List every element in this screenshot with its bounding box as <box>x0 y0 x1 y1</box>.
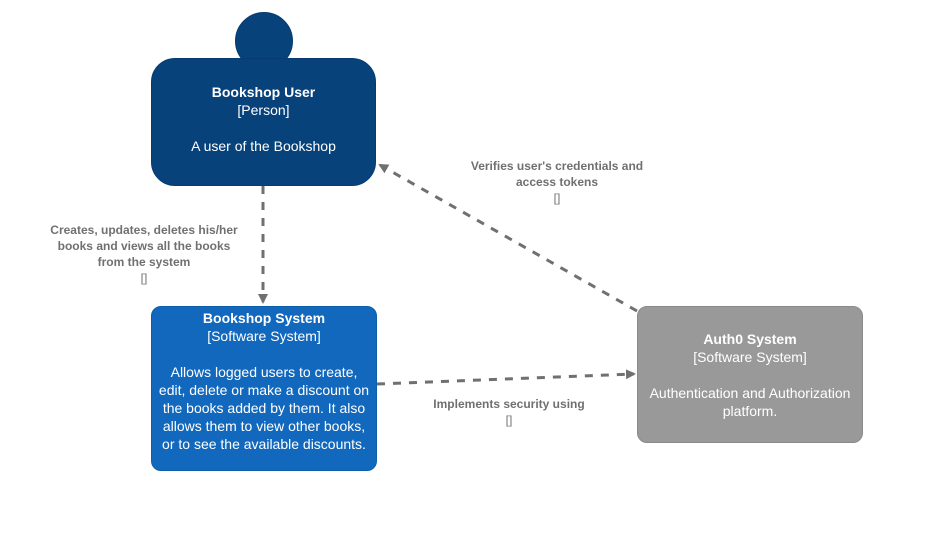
edge-label-line: Creates, updates, deletes his/her <box>50 223 238 237</box>
node-type: [Software System] <box>207 328 321 344</box>
edge-label-bookshop-to-auth0: Implements security using [] <box>433 396 584 428</box>
edge-auth0-to-user <box>378 163 638 313</box>
node-description: Allows logged users to create, edit, del… <box>158 364 370 452</box>
edge-label-line: books and views all the books <box>57 239 231 253</box>
edge-label-user-to-bookshop: Creates, updates, deletes his/her books … <box>50 222 237 286</box>
edge-bookshop-to-auth0 <box>376 369 636 386</box>
edge-technology: [] <box>140 271 148 285</box>
bookshop-system-node[interactable]: Bookshop System [Software System] Allows… <box>151 306 377 471</box>
bookshop-user-node[interactable]: Bookshop User [Person] A user of the Boo… <box>151 58 376 186</box>
edge-label-auth0-to-user: Verifies user's credentials and access t… <box>471 158 643 206</box>
node-description: Authentication and Authorization platfor… <box>649 384 851 419</box>
node-name: Auth0 System <box>703 330 797 347</box>
node-name: Bookshop User <box>211 84 316 100</box>
edge-label-line: Implements security using <box>433 397 585 411</box>
auth0-system-node[interactable]: Auth0 System [Software System] Authentic… <box>637 306 863 443</box>
edge-label-line: access tokens <box>515 175 599 189</box>
node-name: Bookshop System <box>202 310 326 326</box>
edge-label-line: from the system <box>97 255 191 269</box>
edge-technology: [] <box>505 413 513 427</box>
edge-technology: [] <box>553 191 561 205</box>
node-type: [Software System] <box>693 348 807 365</box>
edge-label-line: Verifies user's credentials and <box>470 159 644 173</box>
node-description: A user of the Bookshop <box>191 138 336 154</box>
node-type: [Person] <box>237 102 290 118</box>
